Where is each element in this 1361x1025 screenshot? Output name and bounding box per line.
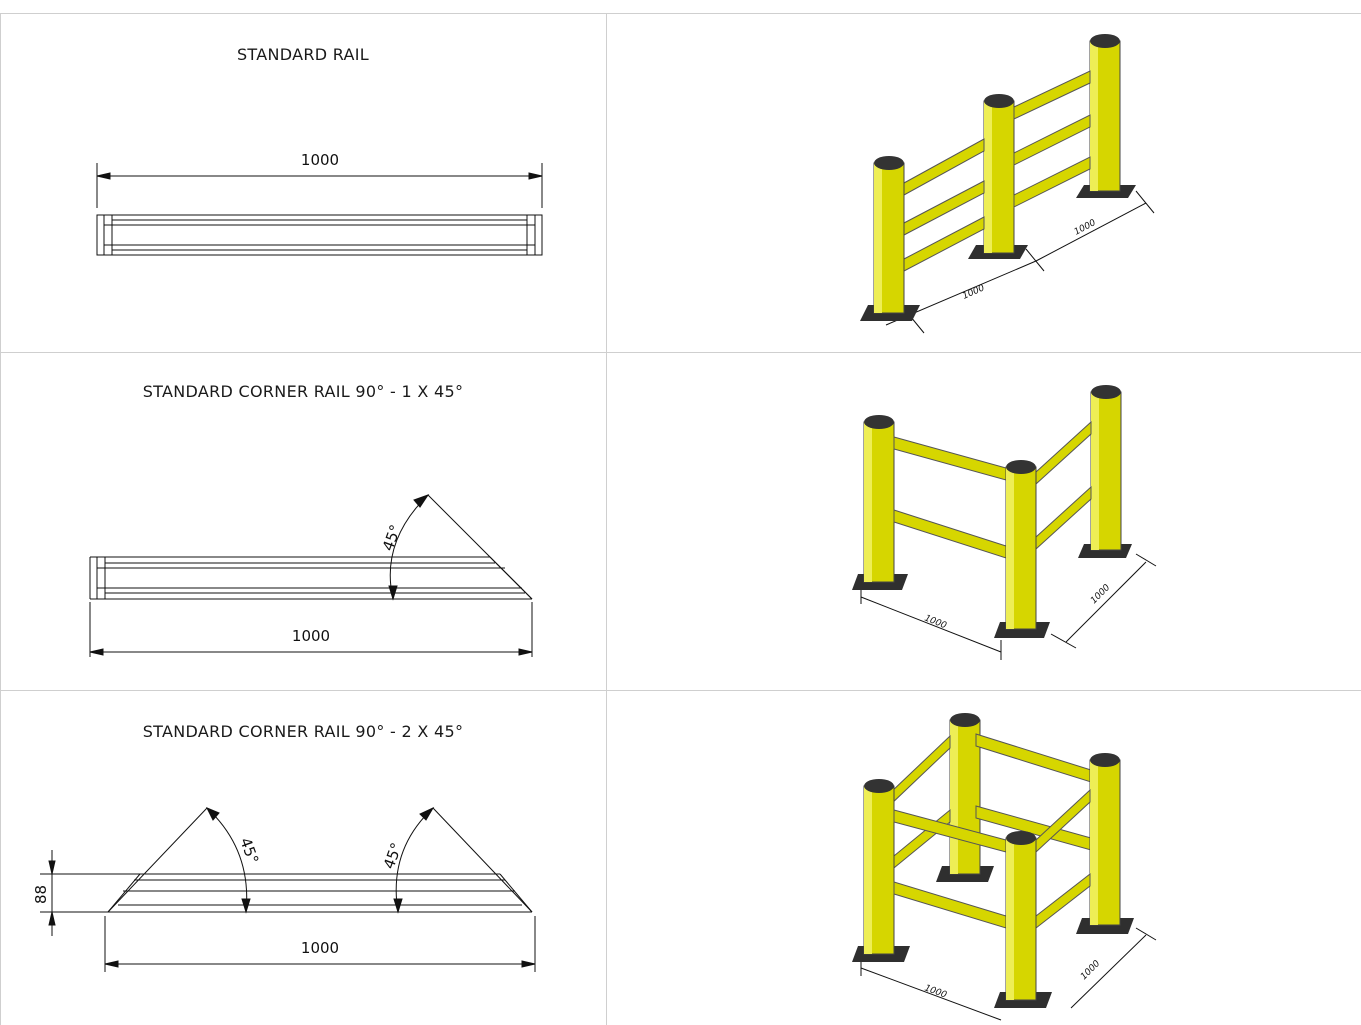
post-back-left xyxy=(852,415,908,590)
grid-left-border xyxy=(0,13,1,1025)
dim-length-label: 1000 xyxy=(301,151,339,169)
dim-height-label: 88 xyxy=(32,885,50,904)
fence-iso-drawing-2: 1000 1000 xyxy=(852,385,1157,660)
post-front-corner xyxy=(994,460,1050,638)
arrow-left xyxy=(96,172,111,180)
post-middle xyxy=(968,94,1028,259)
iso-dim-b-label: 1000 xyxy=(1079,959,1102,982)
grid-row-divider-1 xyxy=(0,352,1361,353)
post-front xyxy=(860,156,920,321)
fence-iso-drawing-1: 1000 1000 xyxy=(860,34,1155,334)
rails-back-segment xyxy=(1013,70,1091,208)
mitre-left xyxy=(107,873,141,913)
dim-length-label: 1000 xyxy=(292,627,330,645)
rail-outline xyxy=(96,214,543,256)
iso-dim-a xyxy=(860,967,1002,1021)
dim-length-label: 1000 xyxy=(301,939,339,957)
grid-row-divider-2 xyxy=(0,690,1361,691)
post-right xyxy=(1076,753,1134,934)
corner-rail-1x45-drawing: 1000 45° xyxy=(89,494,533,657)
post-back xyxy=(936,713,994,882)
post-back xyxy=(1076,34,1136,198)
iso-dim-b-label: 1000 xyxy=(1089,583,1112,606)
iso-dim-b xyxy=(1070,934,1147,1009)
rails-right-side xyxy=(1035,420,1092,551)
angle-left-label: 45° xyxy=(236,835,262,866)
row2-title: STANDARD CORNER RAIL 90° - 1 X 45° xyxy=(142,382,464,401)
fence-iso-drawing-3: 1000 1000 xyxy=(852,713,1157,1021)
angle-right-label: 45° xyxy=(380,840,406,871)
iso-dim-b xyxy=(1065,561,1147,643)
iso-dim-a-label: 1000 xyxy=(923,983,948,1000)
rails-front-segment xyxy=(903,138,985,272)
angle-construction-line xyxy=(427,494,533,600)
mitre-right xyxy=(499,873,533,913)
iso-dim-b xyxy=(1035,202,1147,262)
row3-title: STANDARD CORNER RAIL 90° - 2 X 45° xyxy=(142,722,464,741)
post-left xyxy=(852,779,910,962)
angle-label: 45° xyxy=(379,522,405,553)
post-back-right xyxy=(1078,385,1132,558)
standard-rail-drawing: 1000 xyxy=(96,151,543,256)
rails-back xyxy=(888,733,1092,874)
iso-dim-a-label: 1000 xyxy=(923,614,948,632)
corner-rail-2x45-drawing: 1000 88 45° 45° xyxy=(32,806,536,972)
iso-dim-a xyxy=(860,596,1002,653)
row1-title: STANDARD RAIL xyxy=(236,45,370,64)
post-front-corner xyxy=(994,831,1052,1008)
arrow-right xyxy=(528,172,543,180)
rails-left-side xyxy=(893,436,1007,559)
grid-top-border xyxy=(0,13,1361,14)
iso-dim-a-label: 1000 xyxy=(961,283,986,302)
grid-column-divider xyxy=(606,13,607,1025)
